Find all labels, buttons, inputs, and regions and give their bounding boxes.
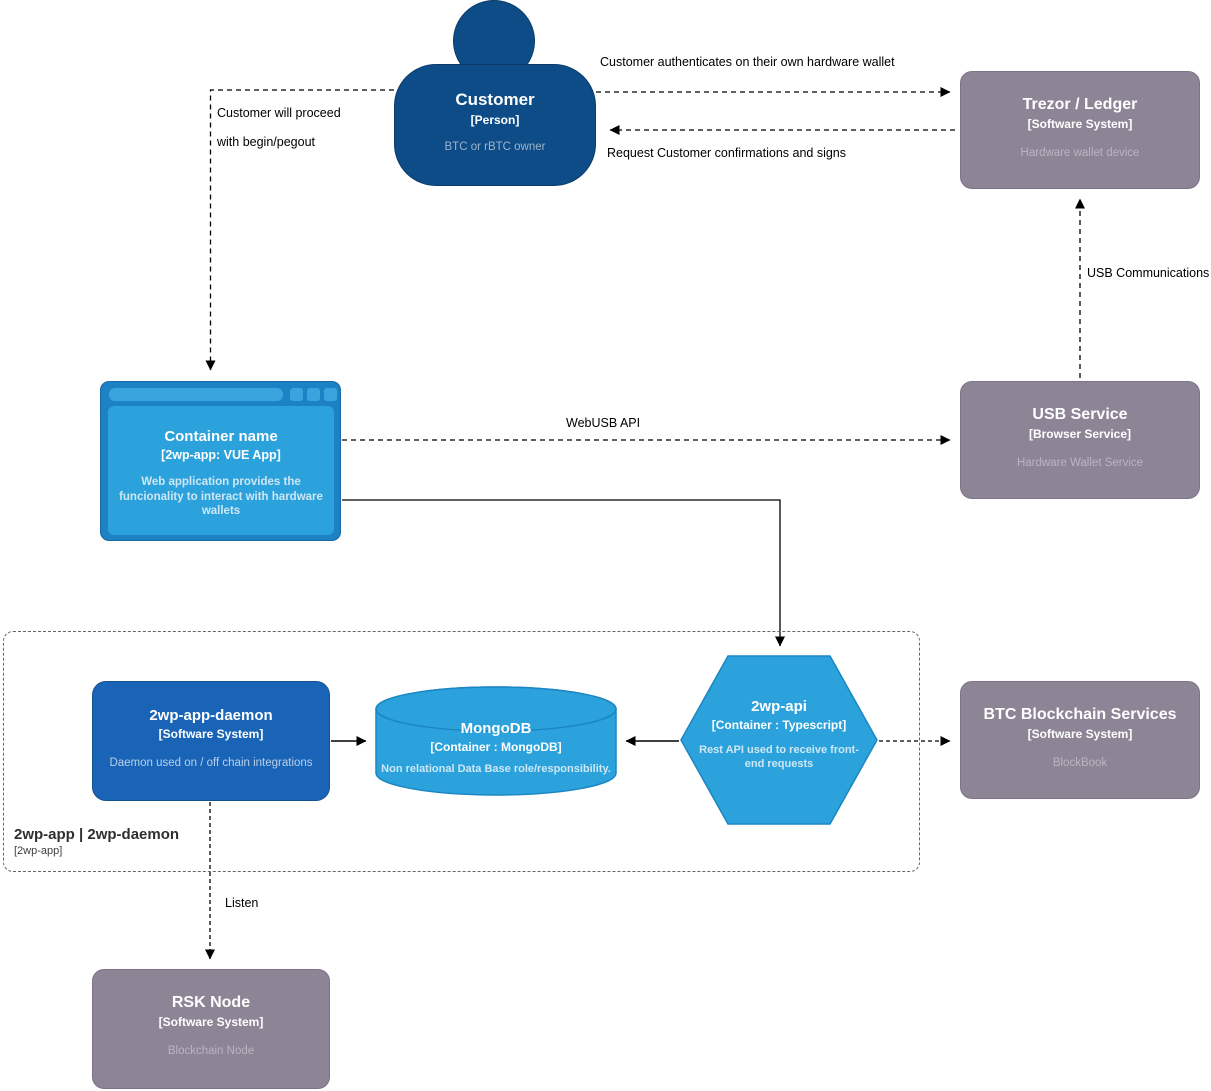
api-title: 2wp-api bbox=[751, 698, 807, 715]
customer-person-node[interactable]: Customer [Person] BTC or rBTC owner bbox=[394, 64, 596, 186]
edge-label-listen: Listen bbox=[225, 896, 259, 910]
browser-address-bar bbox=[109, 388, 283, 401]
btc-services-node[interactable]: BTC Blockchain Services [Software System… bbox=[960, 681, 1200, 799]
btc-title: BTC Blockchain Services bbox=[983, 706, 1177, 723]
mongodb-subtitle: [Container : MongoDB] bbox=[430, 740, 562, 755]
mongodb-title: MongoDB bbox=[460, 720, 532, 737]
container-subtitle: [2wp-app: VUE App] bbox=[161, 448, 281, 463]
api-description: Rest API used to receive front-end reque… bbox=[699, 744, 859, 770]
boundary-label: 2wp-app | 2wp-daemon [2wp-app] bbox=[14, 826, 179, 857]
container-title: Container name bbox=[164, 428, 278, 445]
trezor-description: Hardware wallet device bbox=[1020, 147, 1140, 160]
usb-service-node[interactable]: USB Service [Browser Service] Hardware W… bbox=[960, 381, 1200, 499]
usb-service-description: Hardware Wallet Service bbox=[1016, 457, 1144, 470]
boundary-title: 2wp-app | 2wp-daemon bbox=[14, 826, 180, 843]
daemon-title: 2wp-app-daemon bbox=[149, 707, 273, 724]
edge-label-proceed-line2: with begin/pegout bbox=[217, 135, 315, 149]
edge-label-authenticates: Customer authenticates on their own hard… bbox=[600, 55, 895, 69]
rsk-description: Blockchain Node bbox=[167, 1045, 255, 1058]
edge-container-to-api bbox=[342, 499, 785, 647]
container-description: Web application provides the funcionalit… bbox=[119, 476, 323, 517]
boundary-2wp-app[interactable] bbox=[3, 631, 920, 872]
rsk-subtitle: [Software System] bbox=[158, 1015, 264, 1030]
boundary-subtitle: [2wp-app] bbox=[14, 845, 63, 857]
cylinder-shape bbox=[375, 686, 617, 796]
daemon-node[interactable]: 2wp-app-daemon [Software System] Daemon … bbox=[92, 681, 330, 801]
customer-title: Customer bbox=[455, 90, 535, 109]
rsk-node[interactable]: RSK Node [Software System] Blockchain No… bbox=[92, 969, 330, 1089]
api-node[interactable]: 2wp-api [Container : Typescript] Rest AP… bbox=[680, 655, 878, 825]
edge-label-proceed-line1: Customer will proceed bbox=[217, 106, 341, 120]
btc-subtitle: [Software System] bbox=[1027, 727, 1133, 742]
trezor-subtitle: [Software System] bbox=[1027, 117, 1133, 132]
usb-service-subtitle: [Browser Service] bbox=[1028, 427, 1132, 442]
edge-customer-to-container bbox=[205, 89, 394, 371]
mongodb-text: MongoDB [Container : MongoDB] Non relati… bbox=[375, 686, 617, 777]
btc-description: BlockBook bbox=[1052, 757, 1108, 770]
usb-service-title: USB Service bbox=[1032, 406, 1128, 423]
trezor-ledger-node[interactable]: Trezor / Ledger [Software System] Hardwa… bbox=[960, 71, 1200, 189]
container-name-node[interactable]: Container name [2wp-app: VUE App] Web ap… bbox=[100, 381, 341, 541]
daemon-subtitle: [Software System] bbox=[158, 727, 264, 742]
customer-subtitle: [Person] bbox=[470, 112, 520, 127]
browser-window-button-2 bbox=[307, 388, 320, 401]
browser-content: Container name [2wp-app: VUE App] Web ap… bbox=[108, 406, 334, 535]
customer-description: BTC or rBTC owner bbox=[444, 140, 546, 153]
hexagon-shape bbox=[680, 655, 878, 825]
daemon-description: Daemon used on / off chain integrations bbox=[109, 757, 313, 770]
api-subtitle: [Container : Typescript] bbox=[711, 718, 847, 733]
mongodb-node[interactable]: MongoDB [Container : MongoDB] Non relati… bbox=[375, 686, 617, 796]
rsk-title: RSK Node bbox=[171, 994, 251, 1011]
edge-label-webusb: WebUSB API bbox=[566, 416, 641, 430]
api-text: 2wp-api [Container : Typescript] Rest AP… bbox=[680, 655, 878, 772]
browser-window-button-1 bbox=[290, 388, 303, 401]
mongodb-description: Non relational Data Base role/responsibi… bbox=[381, 763, 611, 776]
browser-window-button-3 bbox=[324, 388, 337, 401]
trezor-title: Trezor / Ledger bbox=[1022, 96, 1138, 113]
edge-label-usb-comm: USB Communications bbox=[1087, 266, 1210, 280]
edge-label-request-signs: Request Customer confirmations and signs bbox=[607, 146, 847, 160]
